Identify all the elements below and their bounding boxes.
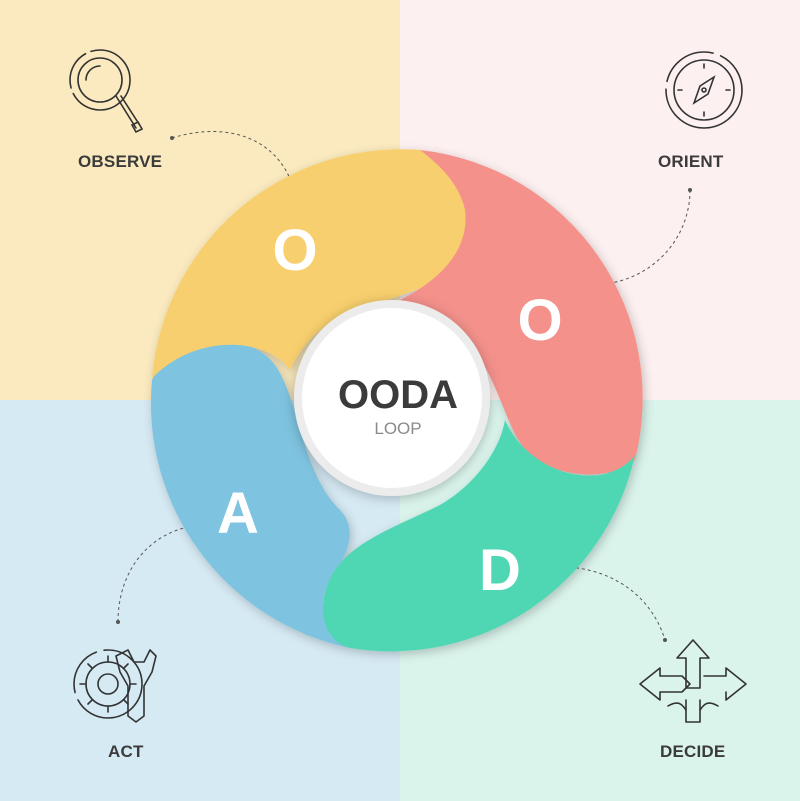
- observe-segment: [152, 149, 471, 378]
- decide-label: DECIDE: [660, 742, 726, 761]
- direction-arrows-icon: [639, 639, 747, 723]
- compass-icon: [665, 51, 743, 129]
- observe-label: OBSERVE: [78, 152, 163, 171]
- orient-segment: [400, 150, 643, 475]
- center-subtitle: LOOP: [374, 419, 421, 438]
- orient-letter: O: [517, 288, 562, 353]
- orient-label: ORIENT: [658, 152, 724, 171]
- decide-segment: [323, 420, 635, 652]
- observe-letter: O: [272, 218, 317, 283]
- center-title: OODA: [338, 373, 458, 417]
- gear-wrench-icon: [73, 649, 157, 723]
- act-segment: [150, 340, 350, 648]
- magnifier-icon: [69, 49, 144, 134]
- act-label: ACT: [108, 742, 144, 761]
- act-letter: A: [217, 481, 259, 546]
- observe-connector: [171, 131, 295, 191]
- act-connector: [117, 524, 201, 623]
- decide-letter: D: [479, 538, 521, 603]
